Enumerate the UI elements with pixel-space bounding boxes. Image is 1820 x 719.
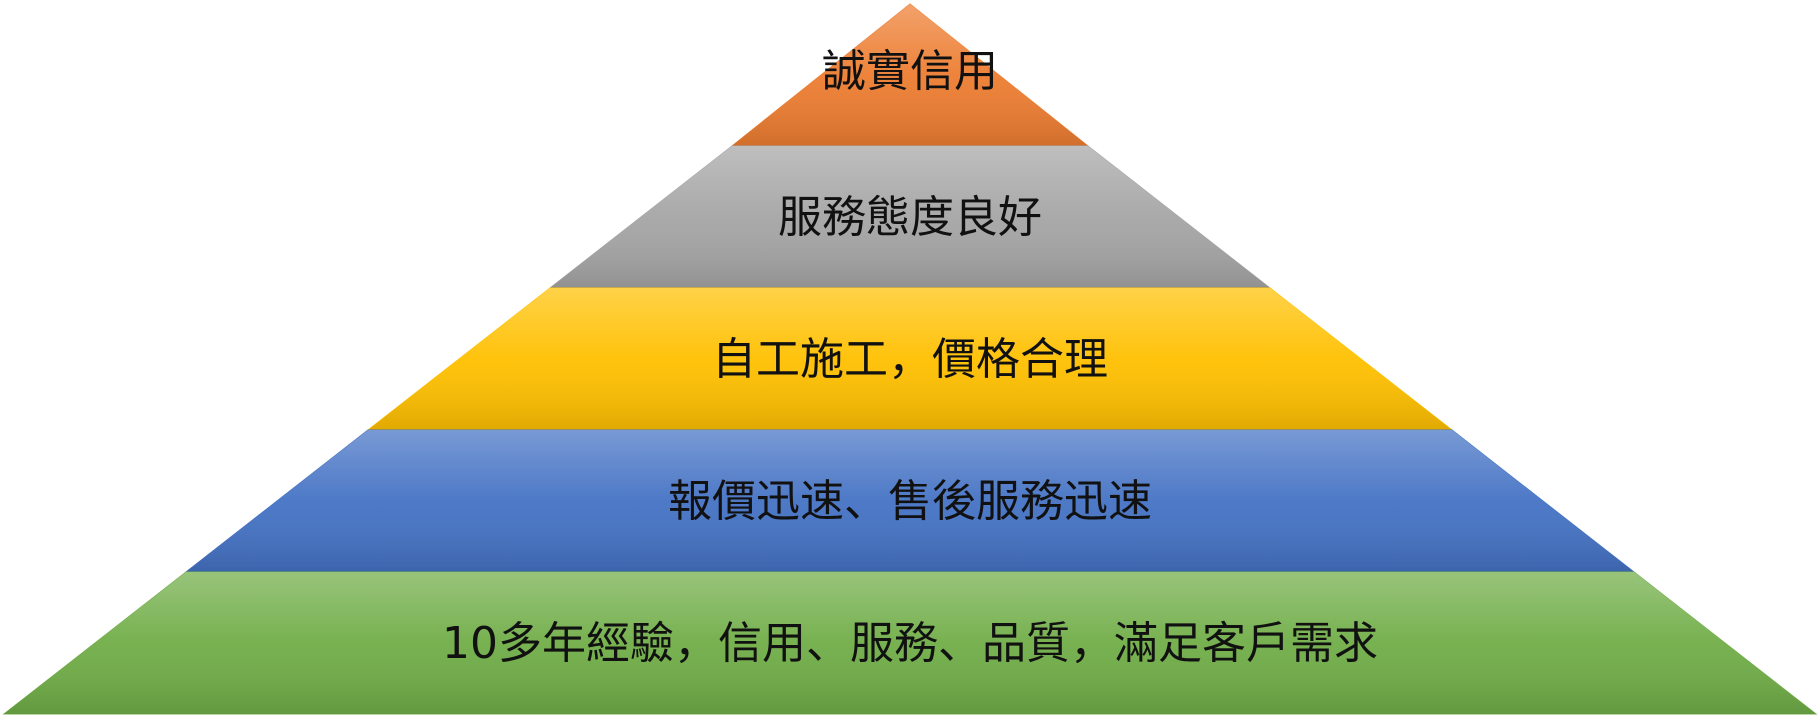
tier-label-2: 服務態度良好: [778, 192, 1042, 243]
tier-label-top: 誠實信用: [822, 46, 998, 97]
tier-shine-top: [732, 4, 1088, 146]
pyramid-tier-2: 服務態度良好: [548, 145, 1272, 289]
tier-label-3: 自工施工，價格合理: [712, 334, 1108, 385]
tier-shine-base: [4, 572, 1816, 714]
pyramid-tier-top: 誠實信用: [730, 3, 1090, 147]
tier-shine-2: [550, 146, 1270, 288]
pyramid-tier-4: 報價迅速、售後服務迅速: [184, 429, 1636, 573]
pyramid-tier-base: 10多年經驗，信用、服務、品質，滿足客戶需求: [2, 571, 1818, 715]
tier-label-4: 報價迅速、售後服務迅速: [668, 476, 1152, 527]
pyramid-tier-3: 自工施工，價格合理: [366, 287, 1454, 431]
tier-shine-4: [186, 430, 1634, 572]
tier-label-base: 10多年經驗，信用、服務、品質，滿足客戶需求: [442, 618, 1378, 669]
tier-shine-3: [368, 288, 1452, 430]
